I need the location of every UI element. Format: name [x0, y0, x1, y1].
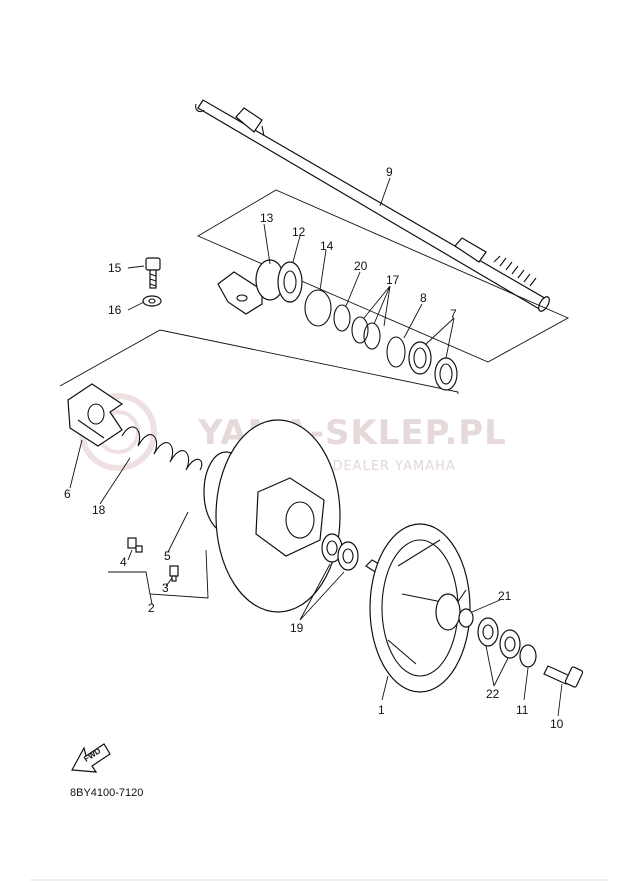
movable-sheave: [203, 419, 341, 613]
callout-4: 4: [120, 555, 127, 569]
callout-5: 5: [164, 549, 171, 563]
circlip-14: [304, 289, 332, 327]
rings-17: [351, 316, 381, 350]
callout-18: 18: [92, 503, 106, 517]
collar-21: [458, 608, 474, 628]
callout-19: 19: [290, 621, 304, 635]
callout-15: 15: [108, 261, 122, 275]
shaft: [195, 99, 550, 312]
bearing-housing-13: [217, 259, 285, 315]
diagram-code: 8BY4100-7120: [70, 787, 143, 799]
callout-16: 16: [108, 303, 122, 317]
spring-18: [121, 426, 203, 471]
callout-17: 17: [386, 273, 400, 287]
ring-20: [333, 304, 351, 332]
callout-8: 8: [420, 291, 427, 305]
callout-21: 21: [498, 589, 512, 603]
washers-7: [408, 341, 458, 391]
washer-16: [142, 295, 162, 307]
cam-6: [67, 383, 124, 447]
callout-11: 11: [516, 703, 529, 717]
callout-22: 22: [486, 687, 500, 701]
washer-11: [519, 644, 537, 668]
callout-10: 10: [550, 717, 564, 731]
callout-12: 12: [292, 225, 306, 239]
callout-9: 9: [386, 165, 393, 179]
callout-20: 20: [354, 259, 368, 273]
fwd-arrow: FWD: [71, 743, 111, 773]
upper-group-frame: [197, 189, 570, 363]
washers-19: [321, 533, 359, 571]
callout-1: 1: [378, 703, 385, 717]
bolt-4: [127, 537, 143, 553]
leader-lines: [69, 177, 563, 717]
washers-22: [477, 617, 521, 659]
callout-6: 6: [64, 487, 71, 501]
callout-14: 14: [320, 239, 334, 253]
callout-2: 2: [148, 601, 155, 615]
circlip-8: [386, 336, 406, 368]
mid-group-frame: [59, 329, 459, 394]
bearing-12: [277, 261, 303, 303]
fixed-sheave-1: [365, 523, 471, 693]
callout-numbers: 9 13 12 14 20 17 8 7 15 16 6 18 5 4 3 2 …: [64, 165, 564, 731]
bolt-10: [543, 665, 584, 688]
callout-7: 7: [450, 307, 457, 321]
bolt-15: [145, 257, 161, 289]
callout-3: 3: [162, 581, 169, 595]
callout-13: 13: [260, 211, 274, 225]
